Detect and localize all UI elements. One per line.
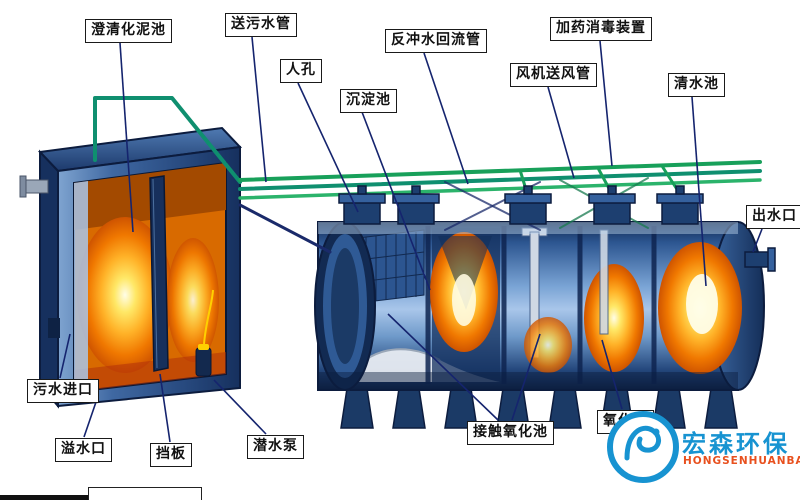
logo-company-name-en: HONGSENHUANBAO <box>683 455 800 467</box>
label-backwash-return-pipe: 反冲水回流管 <box>385 29 487 53</box>
cropped-label-box <box>88 487 202 500</box>
outlet-pipe-graphic <box>744 247 776 272</box>
leader-lines <box>59 36 763 443</box>
label-water-outlet: 出水口 <box>746 205 800 229</box>
label-clean-water-tank: 清水池 <box>668 73 725 97</box>
clarifier-tank-graphic <box>19 126 243 409</box>
label-oxidation-tank: 氧化池 <box>597 410 654 434</box>
label-sewage-feed-pipe: 送污水管 <box>225 13 297 37</box>
label-manhole: 人孔 <box>280 59 322 83</box>
logo-company-name-cn: 宏森环保 <box>682 430 790 458</box>
label-baffle: 挡板 <box>150 443 192 467</box>
label-sedimentation-tank: 沉淀池 <box>340 89 397 113</box>
label-overflow-port: 溢水口 <box>55 438 112 462</box>
submersible-pump-graphic <box>195 289 214 377</box>
label-contact-oxidation-tank: 接触氧化池 <box>467 421 554 445</box>
baffle-plate <box>149 175 169 372</box>
label-fan-air-duct: 风机送风管 <box>510 63 597 87</box>
label-dosing-disinfection-device: 加药消毒装置 <box>550 17 652 41</box>
main-tank-graphic <box>314 221 776 429</box>
bottom-border-artifact <box>0 495 88 500</box>
manhole-hatches <box>338 185 704 225</box>
label-submersible-pump: 潜水泵 <box>247 435 304 459</box>
label-clarified-sludge-tank: 澄清化泥池 <box>85 19 172 43</box>
label-sewage-inlet: 污水进口 <box>27 379 99 403</box>
